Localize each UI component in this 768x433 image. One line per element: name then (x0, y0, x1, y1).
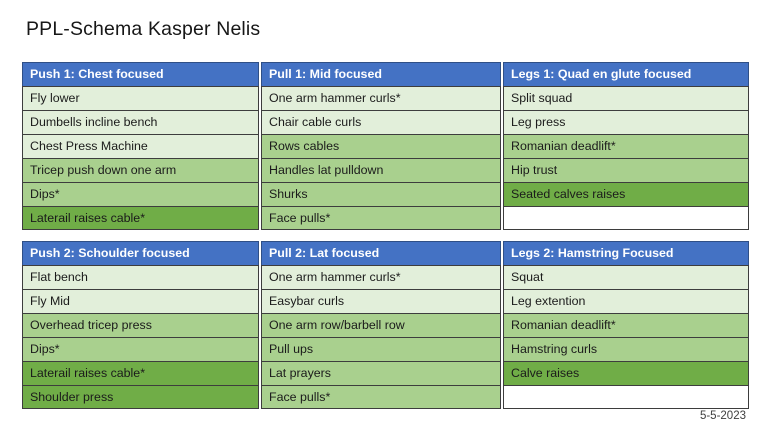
exercise-cell: Dips* (22, 337, 259, 361)
exercise-cell: Romanian deadlift* (503, 134, 749, 158)
exercise-cell: Squat (503, 265, 749, 289)
exercise-cell: Calve raises (503, 361, 749, 385)
empty-cell (503, 385, 749, 409)
exercise-cell: Seated calves raises (503, 182, 749, 206)
column-header: Push 1: Chest focused (22, 62, 259, 86)
column-header: Push 2: Schoulder focused (22, 241, 259, 265)
column-header: Legs 1: Quad en glute focused (503, 62, 749, 86)
exercise-cell: Dumbells incline bench (22, 110, 259, 134)
column-header: Legs 2: Hamstring Focused (503, 241, 749, 265)
exercise-cell: Split squad (503, 86, 749, 110)
exercise-cell: Leg press (503, 110, 749, 134)
exercise-cell: Romanian deadlift* (503, 313, 749, 337)
exercise-cell: Hamstring curls (503, 337, 749, 361)
exercise-cell: Pull ups (261, 337, 501, 361)
exercise-cell: Flat bench (22, 265, 259, 289)
document-date: 5-5-2023 (699, 410, 746, 422)
exercise-cell: Hip trust (503, 158, 749, 182)
exercise-cell: Face pulls* (261, 206, 501, 230)
column-header: Pull 2: Lat focused (261, 241, 501, 265)
exercise-cell: Laterail raises cable* (22, 206, 259, 230)
exercise-cell: Rows cables (261, 134, 501, 158)
exercise-cell: Face pulls* (261, 385, 501, 409)
exercise-cell: Shoulder press (22, 385, 259, 409)
exercise-cell: Fly lower (22, 86, 259, 110)
empty-cell (503, 206, 749, 230)
column-header: Pull 1: Mid focused (261, 62, 501, 86)
exercise-cell: Handles lat pulldown (261, 158, 501, 182)
exercise-cell: One arm row/barbell row (261, 313, 501, 337)
exercise-cell: Laterail raises cable* (22, 361, 259, 385)
exercise-cell: One arm hammer curls* (261, 265, 501, 289)
exercise-cell: Chair cable curls (261, 110, 501, 134)
exercise-cell: Fly Mid (22, 289, 259, 313)
exercise-cell: Leg extention (503, 289, 749, 313)
exercise-cell: Dips* (22, 182, 259, 206)
exercise-cell: Easybar curls (261, 289, 501, 313)
exercise-cell: Lat prayers (261, 361, 501, 385)
exercise-cell: One arm hammer curls* (261, 86, 501, 110)
page-title: PPL-Schema Kasper Nelis (26, 18, 261, 40)
exercise-cell: Shurks (261, 182, 501, 206)
exercise-cell: Chest Press Machine (22, 134, 259, 158)
exercise-cell: Overhead tricep press (22, 313, 259, 337)
exercise-cell: Tricep push down one arm (22, 158, 259, 182)
